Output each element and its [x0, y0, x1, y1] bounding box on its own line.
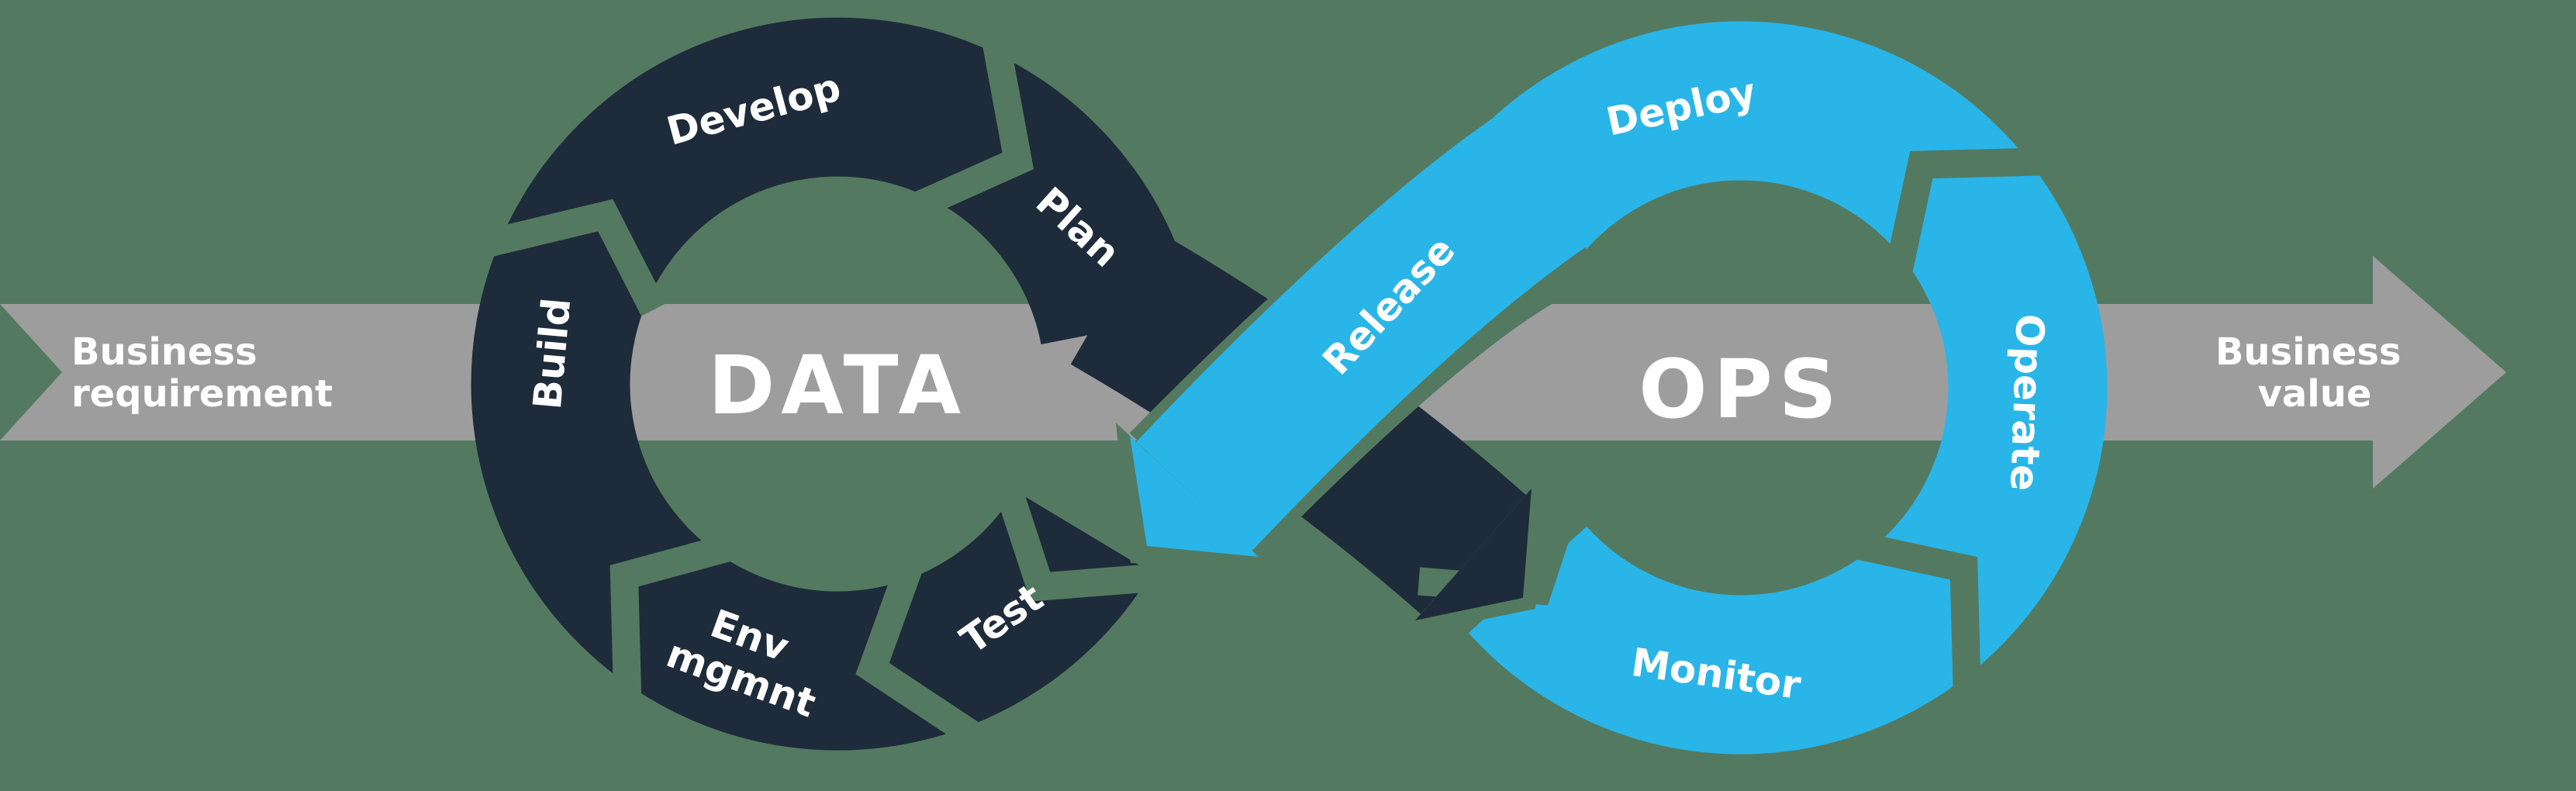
- business-value-line1: Business: [2215, 330, 2402, 374]
- segment-gap-chevron: [855, 564, 980, 747]
- release-arrowhead: [1130, 436, 1259, 557]
- segment-gap-chevron: [485, 199, 667, 316]
- business-requirement-line1: Business: [71, 330, 257, 374]
- banner-labels: Business requirement Business value: [71, 330, 2414, 416]
- center-labels: DATA OPS: [708, 338, 1843, 437]
- business-value-label: Business value: [2215, 330, 2414, 416]
- data-center-label: DATA: [708, 338, 967, 433]
- ops-center-label: OPS: [1638, 342, 1843, 437]
- segment-gap-chevron: [609, 534, 730, 696]
- business-requirement-label: Business requirement: [71, 330, 333, 416]
- build-label: Build: [525, 296, 579, 411]
- operate-label: Operate: [2001, 313, 2053, 492]
- segment-gap-chevron: [915, 40, 1034, 217]
- business-value-line2: value: [2258, 372, 2372, 416]
- segment-gap-chevron: [1857, 532, 1981, 689]
- business-requirement-line2: requirement: [71, 372, 333, 416]
- segment-gap-chevron: [993, 481, 1161, 602]
- segment-gap-chevron: [1885, 147, 2042, 271]
- ops-loop-ring: [1468, 21, 2108, 755]
- release-band: [1136, 112, 1591, 551]
- dark-crossover-arrowhead: [1415, 489, 1531, 620]
